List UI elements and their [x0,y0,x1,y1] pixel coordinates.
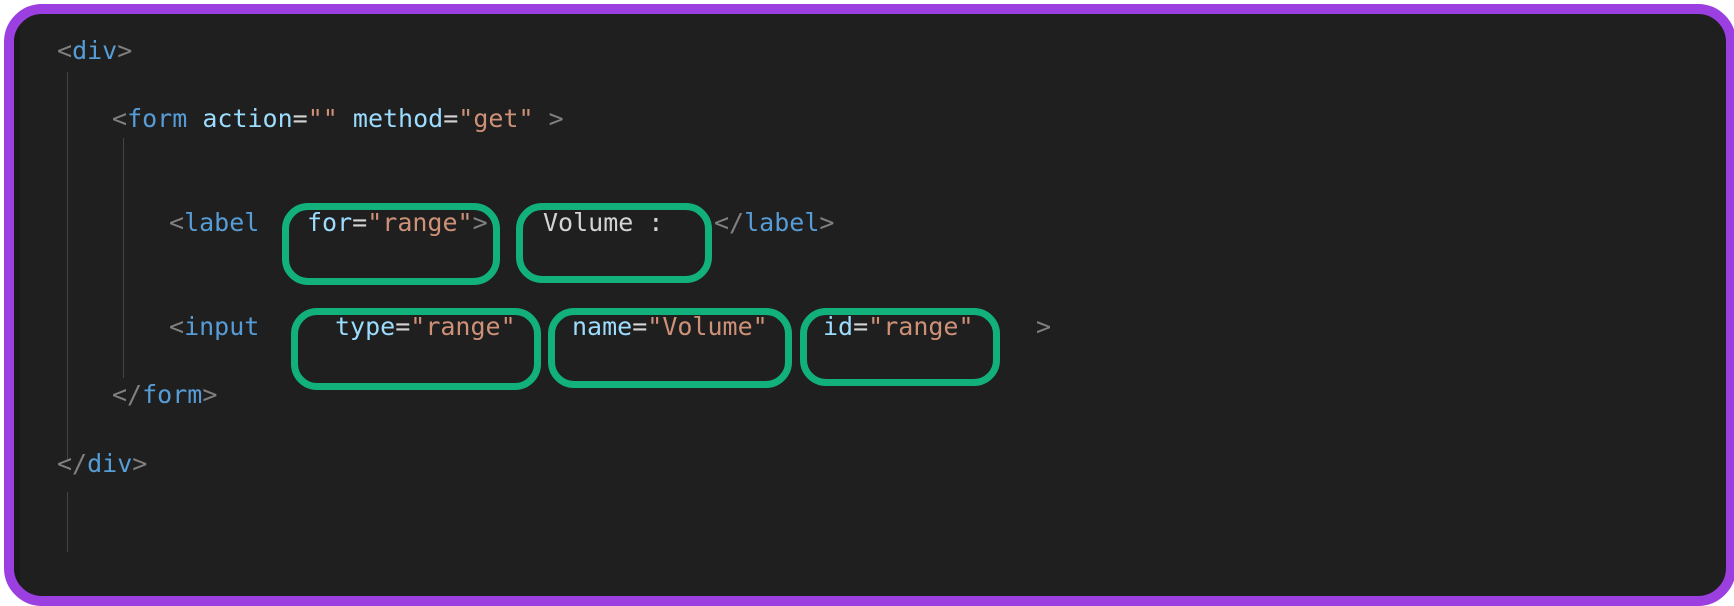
token-tag-label-close: label [744,208,820,237]
token-string-name: "Volume" [647,312,768,341]
token-string-method: "get" [458,104,534,133]
code-line-div-open: <div> [57,36,132,66]
token-tag-div-close: div [87,449,133,478]
token-punct: > [548,104,564,133]
editor-gutter [14,14,20,596]
token-punct: </ [714,208,745,237]
token-eq: = [632,312,648,341]
token-string-for: "range" [367,208,473,237]
token-eq: = [853,312,869,341]
code-line-input-id: id="range" [823,312,974,342]
token-tag-form-close: form [142,380,203,409]
token-eq: = [443,104,459,133]
token-attr-for: for [307,208,353,237]
token-eq: = [352,208,368,237]
token-attr-method: method [352,104,444,133]
indent-guide-div-tail [67,492,68,552]
token-punct: < [169,312,185,341]
code-line-form-open: <form action="" method="get" > [112,104,564,134]
code-line-input-name: name="Volume" [572,312,768,342]
token-tag-label: label [184,208,260,237]
highlight-for-attribute [282,203,500,285]
code-line-div-close: </div> [57,449,147,479]
token-punct: > [202,380,218,409]
token-tag-form: form [127,104,188,133]
code-line-input-type: type="range" [335,312,516,342]
token-punct: < [57,36,73,65]
code-line-form-close: </form> [112,380,217,410]
token-attr-name: name [572,312,633,341]
token-punct: > [132,449,148,478]
code-line-input-close: > [1036,312,1051,342]
token-attr-id: id [823,312,854,341]
token-string-id: "range" [868,312,974,341]
highlight-volume-text [516,203,712,283]
token-punct: < [112,104,128,133]
code-line-label-text: Volume : [543,208,663,238]
token-punct: > [819,208,835,237]
highlight-name-attribute [548,308,792,388]
code-line-label-open: <label [169,208,259,238]
code-line-input-open: <input [169,312,259,342]
token-string-action: "" [307,104,338,133]
code-editor-frame: <div> <form action="" method="get" > <la… [4,4,1734,606]
token-punct: > [117,36,133,65]
token-punct: </ [57,449,88,478]
highlight-id-attribute [800,308,1000,386]
indent-guide-form [123,138,124,378]
token-attr-type: type [335,312,396,341]
token-eq: = [395,312,411,341]
token-punct: </ [112,380,143,409]
highlight-type-attribute [291,308,541,390]
indent-guide-div [67,72,68,460]
token-text-volume: Volume : [543,208,664,237]
token-string-type: "range" [410,312,516,341]
code-line-label-close: </label> [714,208,834,238]
token-eq: = [292,104,308,133]
token-punct: < [169,208,185,237]
token-tag-input: input [184,312,260,341]
token-punct: > [1036,312,1052,341]
token-attr-action: action [202,104,293,133]
token-tag-div: div [72,36,118,65]
